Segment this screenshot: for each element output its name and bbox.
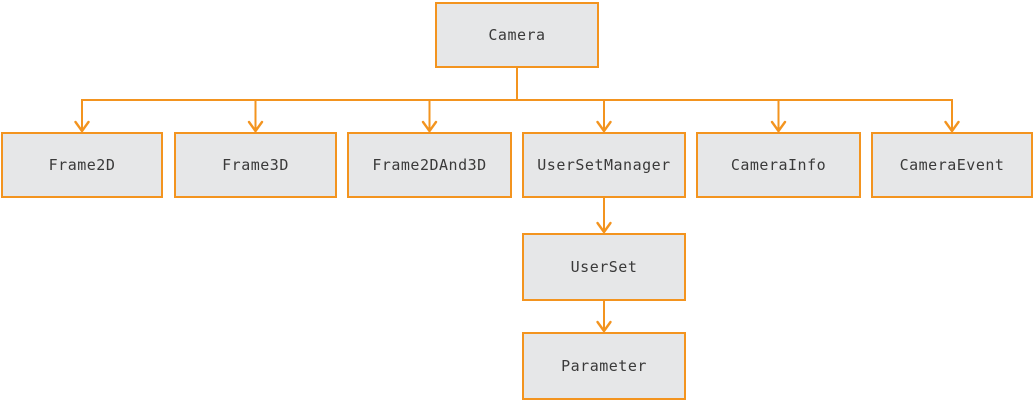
- node-camera: Camera: [435, 2, 599, 68]
- node-label: UserSetManager: [537, 156, 671, 174]
- arrowhead-icon: [247, 120, 264, 133]
- arrowhead-icon: [770, 120, 787, 133]
- node-camerainfo: CameraInfo: [696, 132, 861, 198]
- arrowhead-icon: [944, 120, 960, 133]
- arrowhead-icon: [596, 221, 612, 234]
- node-frame2d: Frame2D: [1, 132, 163, 198]
- node-label: Camera: [488, 26, 546, 44]
- node-parameter: Parameter: [522, 332, 686, 400]
- node-usersetmanager: UserSetManager: [522, 132, 686, 198]
- arrowhead-icon: [596, 320, 612, 333]
- node-label: UserSet: [570, 258, 638, 276]
- node-label: CameraEvent: [899, 156, 1005, 174]
- node-userset: UserSet: [522, 233, 686, 301]
- node-cameraevent: CameraEvent: [871, 132, 1033, 198]
- node-label: Frame2DAnd3D: [372, 156, 487, 174]
- arrowhead-icon: [596, 120, 612, 133]
- arrowhead-icon: [74, 120, 90, 133]
- node-label: Frame3D: [222, 156, 289, 174]
- node-label: CameraInfo: [730, 156, 827, 174]
- node-label: Parameter: [561, 357, 647, 375]
- node-frame3d: Frame3D: [174, 132, 337, 198]
- arrowhead-icon: [421, 120, 438, 133]
- node-label: Frame2D: [48, 156, 116, 174]
- node-frame2dand3d: Frame2DAnd3D: [347, 132, 512, 198]
